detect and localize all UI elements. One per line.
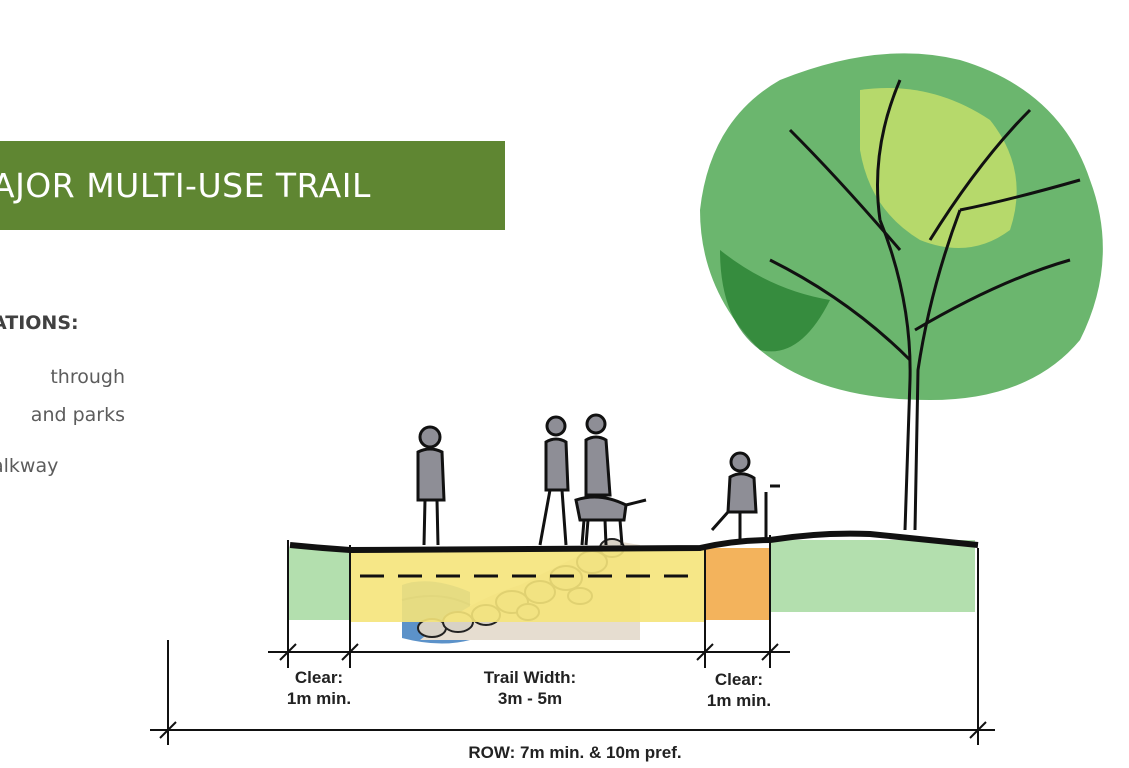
clear-right-label: Clear: 1m min. bbox=[692, 669, 786, 711]
title-banner: AJOR MULTI-USE TRAIL bbox=[0, 141, 505, 230]
section-heading: ATIONS: bbox=[0, 312, 79, 334]
clear-right-line2: 1m min. bbox=[706, 691, 772, 710]
verge-left bbox=[288, 548, 350, 620]
dog bbox=[574, 495, 647, 546]
row-label: ROW: 7m min. & 10m pref. bbox=[468, 743, 682, 762]
person-walking-1 bbox=[538, 415, 570, 546]
tree bbox=[700, 53, 1103, 531]
clear-right-line1: Clear: bbox=[714, 670, 764, 689]
person-on-bench bbox=[710, 451, 780, 540]
bullet-text-3: alkway bbox=[0, 455, 59, 477]
clear-left-line1: Clear: bbox=[294, 668, 344, 687]
dimension-lines bbox=[150, 535, 995, 745]
trail-width-line2: 3m - 5m bbox=[497, 689, 563, 708]
ground-line bbox=[289, 530, 979, 554]
verge-right-clear bbox=[705, 548, 770, 620]
trail-width-label: Trail Width: 3m - 5m bbox=[455, 667, 605, 709]
clear-left-line2: 1m min. bbox=[286, 689, 352, 708]
verge-far-right bbox=[770, 540, 975, 612]
trail-surface bbox=[350, 550, 705, 622]
person-walking-2 bbox=[584, 413, 612, 546]
banner-title: AJOR MULTI-USE TRAIL bbox=[0, 166, 371, 205]
person-on-bicycle bbox=[416, 425, 446, 546]
bullet-text-2: and parks bbox=[30, 404, 125, 426]
clear-left-label: Clear: 1m min. bbox=[272, 667, 366, 709]
bullet-text-1: through bbox=[50, 366, 125, 388]
trail-width-line1: Trail Width: bbox=[483, 668, 577, 687]
